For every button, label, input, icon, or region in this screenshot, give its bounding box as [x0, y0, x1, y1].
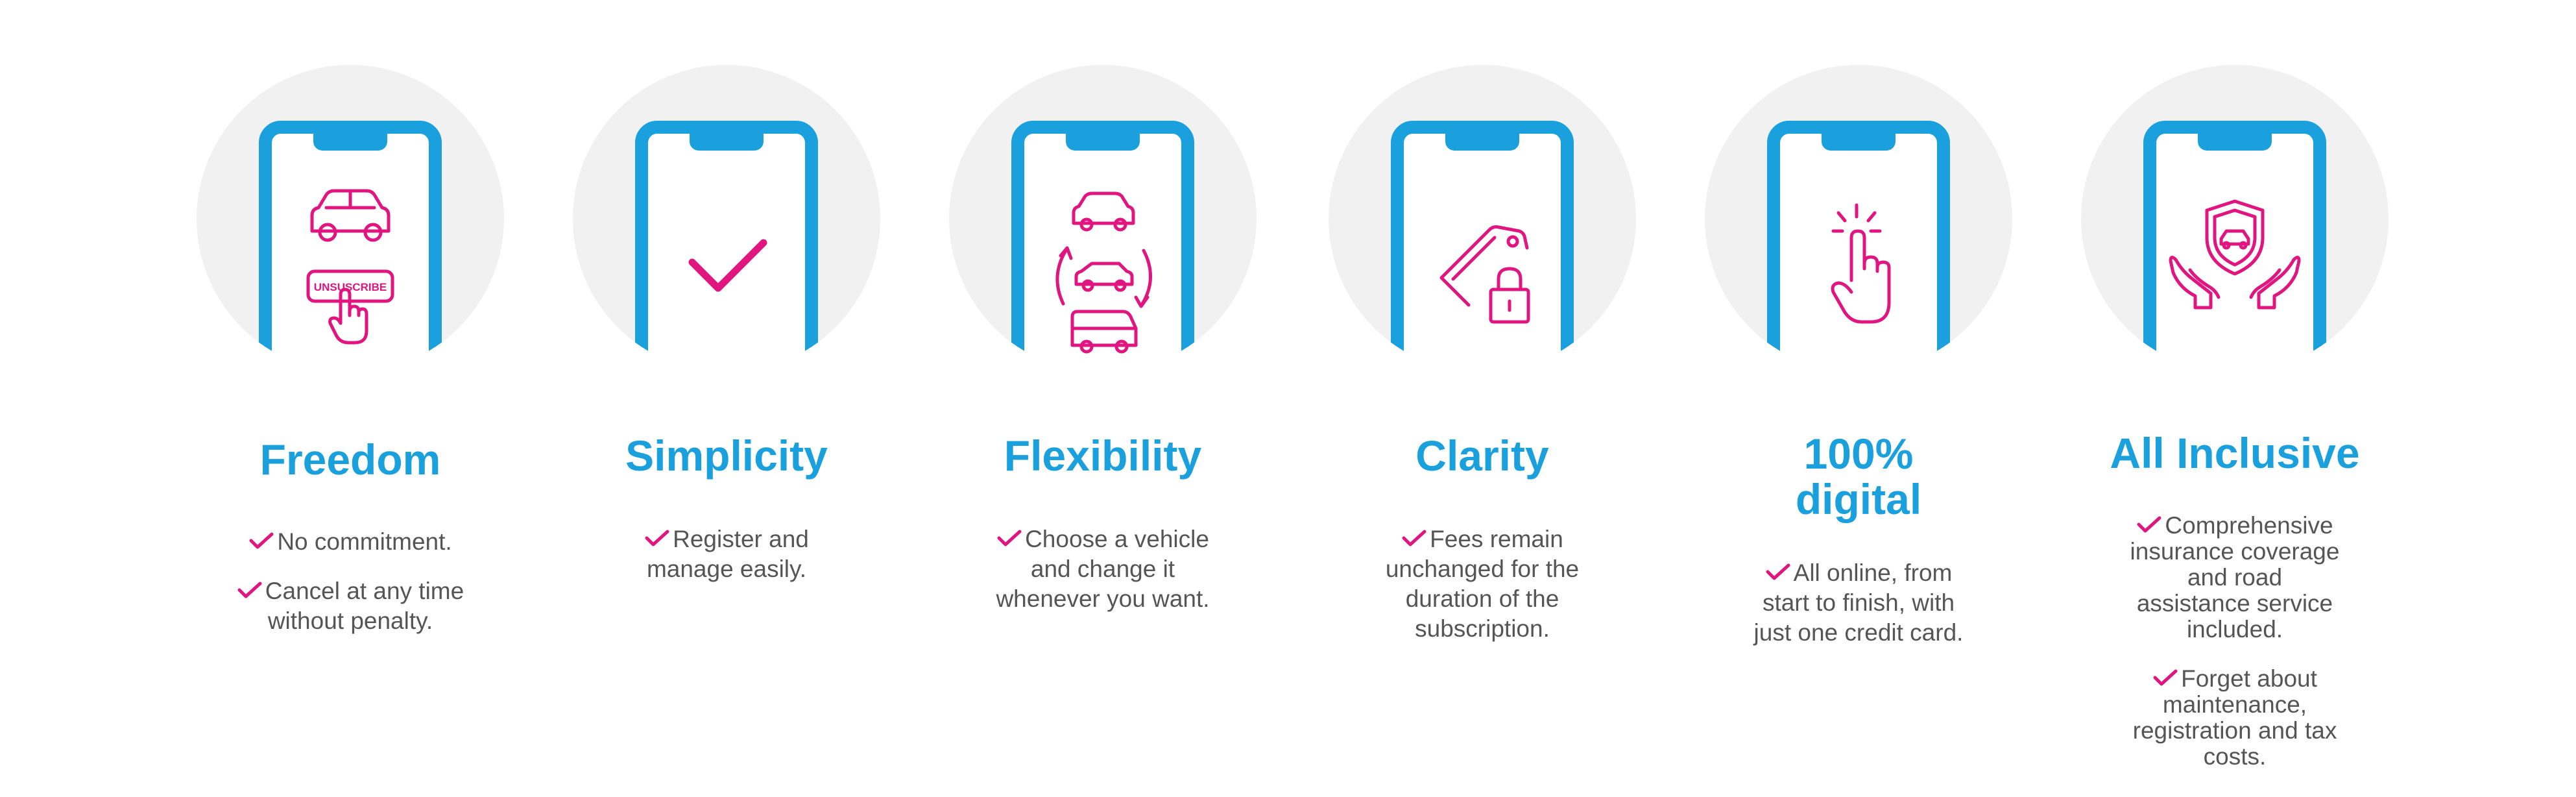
check-icon	[2136, 514, 2162, 533]
phone-frame	[1767, 121, 1950, 373]
tap-hand-icon	[1831, 203, 1891, 324]
phone-frame	[635, 121, 818, 373]
feature-title: Simplicity	[625, 432, 828, 480]
feature-illustration	[1705, 65, 2012, 373]
car-unsubscribe-icon: UNSUSCRIBE	[306, 189, 394, 345]
phone-notch	[2198, 132, 2272, 151]
feature-point-text: All online, from start to finish, with j…	[1753, 559, 1964, 646]
feature-title: Freedom	[259, 435, 441, 484]
checkmark-icon	[688, 239, 767, 292]
check-icon	[996, 526, 1022, 546]
feature-illustration	[1329, 65, 1636, 373]
vehicle-switch-icon	[1055, 191, 1152, 354]
feature-description: All online, from start to finish, with j…	[1631, 558, 2086, 667]
check-icon	[248, 528, 274, 549]
feature-point: No commitment.	[123, 527, 577, 557]
check-icon	[1765, 559, 1791, 580]
feature-all-inclusive: All Inclusive Comprehensive insurance co…	[2008, 0, 2462, 797]
check-icon	[2152, 667, 2178, 687]
check-icon	[237, 578, 263, 598]
feature-clarity: Clarity Fees remain unchanged for the du…	[1255, 0, 1709, 797]
feature-point: Cancel at any time without penalty.	[123, 576, 577, 636]
feature-point-text: No commitment.	[277, 528, 452, 555]
feature-illustration	[949, 65, 1257, 373]
unsubscribe-label: UNSUSCRIBE	[314, 281, 387, 293]
feature-point: Forget about maintenance, registration a…	[2128, 666, 2342, 770]
feature-point: Choose a vehicle and change it whenever …	[976, 524, 1229, 614]
feature-title: All Inclusive	[2110, 429, 2360, 477]
feature-point-text: Cancel at any time without penalty.	[265, 578, 464, 634]
feature-description: No commitment. Cancel at any time withou…	[123, 527, 577, 656]
feature-100-digital: 100% digital All online, from start to f…	[1631, 0, 2086, 797]
check-icon	[644, 526, 670, 546]
feature-point: All online, from start to finish, with j…	[1751, 558, 1966, 648]
phone-frame: UNSUSCRIBE	[259, 121, 442, 373]
phone-frame	[2143, 121, 2326, 373]
feature-point: Comprehensive insurance coverage and roa…	[2128, 513, 2342, 643]
phone-notch	[1066, 132, 1140, 151]
feature-illustration	[2081, 65, 2389, 373]
feature-title: Flexibility	[1004, 432, 1202, 480]
feature-illustration	[573, 65, 880, 373]
feature-description: Comprehensive insurance coverage and roa…	[2008, 513, 2462, 789]
feature-simplicity: Simplicity Register and manage easily.	[500, 0, 954, 797]
phone-notch	[1445, 132, 1519, 151]
feature-freedom: UNSUSCRIBE Freedom No commitment. Cancel…	[123, 0, 577, 797]
feature-flexibility: Flexibility Choose a vehicle and change …	[876, 0, 1330, 797]
feature-point: Register and manage easily.	[636, 524, 817, 584]
feature-title: 100% digital	[1795, 430, 1922, 523]
feature-description: Register and manage easily.	[500, 524, 954, 604]
phone-notch	[1822, 132, 1896, 151]
feature-point-text: Register and manage easily.	[646, 526, 809, 582]
feature-point-text: Fees remain unchanged for the duration o…	[1385, 526, 1580, 642]
feature-point-text: Forget about maintenance, registration a…	[2132, 665, 2337, 770]
phone-frame	[1391, 121, 1574, 373]
feature-description: Fees remain unchanged for the duration o…	[1255, 524, 1709, 663]
feature-illustration: UNSUSCRIBE	[197, 65, 504, 373]
feature-point-text: Choose a vehicle and change it whenever …	[996, 526, 1210, 612]
phone-notch	[313, 132, 387, 151]
phone-notch	[690, 132, 764, 151]
hands-shield-car-icon	[2169, 199, 2301, 310]
check-icon	[1401, 526, 1427, 546]
phone-frame	[1011, 121, 1194, 373]
feature-point: Fees remain unchanged for the duration o…	[1362, 524, 1602, 644]
feature-title: Clarity	[1415, 432, 1549, 480]
feature-point-text: Comprehensive insurance coverage and roa…	[2130, 512, 2340, 643]
feature-description: Choose a vehicle and change it whenever …	[876, 524, 1330, 633]
price-tag-lock-icon	[1439, 225, 1530, 324]
